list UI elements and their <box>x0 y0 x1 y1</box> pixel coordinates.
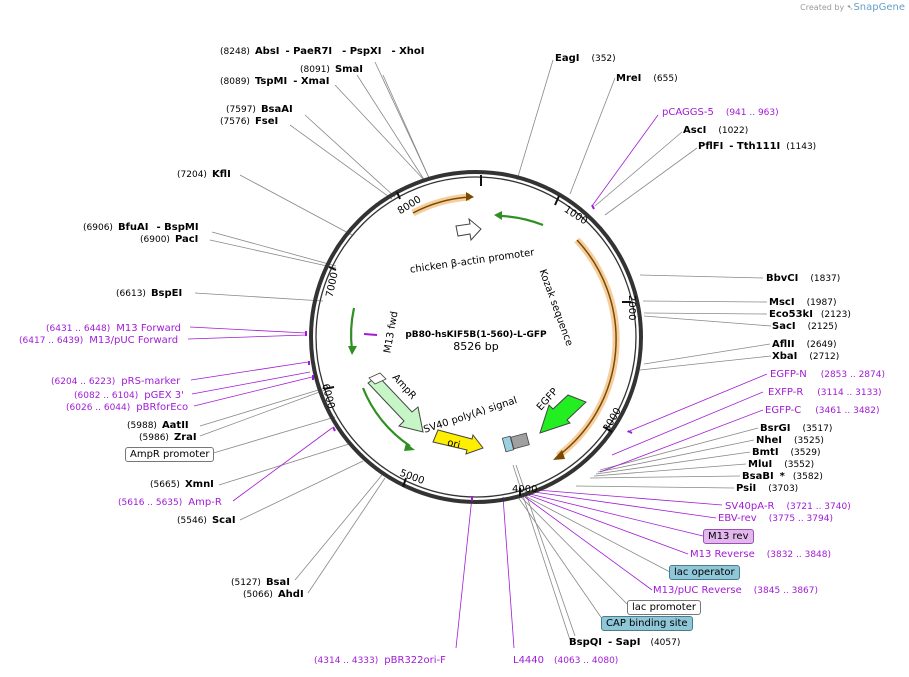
feature-label-m13fwd: M13 fwd <box>382 310 400 354</box>
plasmid-name: pB80-hsKIF5B(1-560)-L-GFP <box>405 330 547 340</box>
primer-label-pcaggs5: pCAGGS-5(941 .. 963) <box>662 107 779 118</box>
primer-label-sv40pa-r: SV40pA-R(3721 .. 3740) <box>725 501 851 512</box>
hskif5b-orange-arc-line <box>557 239 617 457</box>
enzyme-label-eagi: EagI(352) <box>555 53 616 64</box>
primer-label-m13puc-forward: (6417 .. 6439)M13/pUC Forward <box>19 335 178 346</box>
enzyme-label-psii: PsiI(3703) <box>736 483 798 494</box>
primer-label-prs-marker: (6204 .. 6223)pRS-marker <box>51 376 181 387</box>
primer-label-m13puc-reverse: M13/pUC Reverse(3845 .. 3867) <box>653 585 818 596</box>
enzyme-label-asci: AscI(1022) <box>683 125 748 136</box>
primer-ring-marks <box>305 204 633 501</box>
chicken-actin-promoter-arc-line <box>412 196 471 214</box>
ampr-green-arc-line <box>361 387 411 447</box>
m13fwd-green-arrowhead <box>348 346 357 355</box>
chicken-actin-promoter-arrow-icon[interactable] <box>455 217 482 242</box>
enzyme-label-tspmi: (8089)TspMI- XmaI <box>220 76 329 87</box>
enzyme-label-bfuai: (6906)BfuAI- BspMI <box>83 222 199 233</box>
enzyme-label-nhei: NheI(3525) <box>756 435 824 446</box>
ampr-arrow[interactable] <box>367 375 424 433</box>
snapgene-logo-icon: ➷ <box>846 3 854 12</box>
primer-label-pbrforeco: (6026 .. 6044)pBRforEco <box>66 402 188 413</box>
plasmid-backbone-inner <box>315 176 637 498</box>
enzyme-label-aflii: AflII(2649) <box>772 339 837 350</box>
enzyme-label-mlui: MluI(3552) <box>748 459 814 470</box>
ampr-green-arrowhead <box>404 443 415 451</box>
primer-label-pbr322ori-f: (4314 .. 4333)pBR322ori-F <box>314 655 446 666</box>
enzyme-label-fsei: (7576)FseI <box>220 116 278 127</box>
enzyme-label-saci: SacI(2125) <box>772 321 838 332</box>
ampr-promoter-arrow[interactable] <box>368 372 387 385</box>
primer-label-egfp-n: EGFP-N(2853 .. 2874) <box>770 369 885 380</box>
enzyme-label-bsabi: BsaBI*(3582) <box>742 471 823 482</box>
enzyme-label-bspqi: BspQI- SapI(4057) <box>569 637 680 648</box>
feature-leader-lines <box>209 416 671 624</box>
kozak-arrowhead <box>494 211 502 220</box>
m13fwd-purple-mark <box>363 333 378 336</box>
enzyme-label-bbvci: BbvCI(1837) <box>766 273 840 284</box>
enzyme-label-msci: MscI(1987) <box>769 297 837 308</box>
plasmid-length: 8526 bp <box>453 340 498 353</box>
tick-label-7000: 7000 <box>325 271 341 298</box>
ori-arrow[interactable] <box>432 429 484 455</box>
created-by-text: Created by <box>800 3 845 12</box>
primer-label-exfp-r: EXFP-R(3114 .. 3133) <box>768 387 882 398</box>
enzyme-label-ahdi: (5066)AhdI <box>243 589 304 600</box>
primer-label-pgex3: (6082 .. 6104)pGEX 3' <box>74 390 184 401</box>
m13fwd-green-arc[interactable] <box>349 307 356 351</box>
enzyme-label-smai: (8091)SmaI <box>300 64 363 75</box>
enzyme-label-scai: (5546)ScaI <box>177 515 236 526</box>
sv40-polya-box[interactable] <box>510 432 530 450</box>
feature-label-ori: ori <box>446 438 461 452</box>
feature-box-m13-rev[interactable]: M13 rev <box>703 529 754 544</box>
enzyme-label-bspei: (6613)BspEI <box>116 288 182 299</box>
enzyme-label-bsai: (5127)BsaI <box>231 577 290 588</box>
enzyme-label-xbai: XbaI(2712) <box>772 351 839 362</box>
enzyme-label-bsaai: (7597)BsaAI <box>226 104 293 115</box>
enzyme-label-eco53ki: Eco53kI(2123) <box>769 309 851 320</box>
feature-box-cap-binding-site[interactable]: CAP binding site <box>601 616 693 631</box>
feature-box-ampr-promoter[interactable]: AmpR promoter <box>125 447 215 462</box>
enzyme-label-paci: (6900)PacI <box>140 234 198 245</box>
feature-label-chicken-actin-promoter: chicken β-actin promoter <box>409 247 536 275</box>
ruler-ticks <box>323 175 631 496</box>
primer-label-m13-forward: (6431 .. 6448)M13 Forward <box>46 323 181 334</box>
chicken-actin-promoter-arc[interactable] <box>411 193 471 217</box>
enzyme-label-xmni: (5665)XmnI <box>150 479 214 490</box>
snapgene-branding: Created by ➷SnapGene <box>800 2 905 13</box>
primer-label-egfp-c: EGFP-C(3461 .. 3482) <box>765 405 880 416</box>
feature-label-sv40: SV40 poly(A) signal <box>422 395 518 436</box>
primer-label-ebv-rev: EBV-rev(3775 .. 3794) <box>718 513 833 524</box>
enzyme-label-zrai: (5986)ZraI <box>139 432 197 443</box>
enzyme-label-absi: (8248)AbsI- PaeR7I- PspXI- XhoI <box>220 46 425 57</box>
tick-label-4000: 4000 <box>512 484 537 495</box>
tick-label-2000: 2000 <box>626 295 637 320</box>
primer-leader-lines <box>187 114 768 649</box>
enzyme-label-bsrgi: BsrGI(3517) <box>760 423 832 434</box>
primer-label-m13-reverse: M13 Reverse(3832 .. 3848) <box>690 549 831 560</box>
kozak-arc[interactable] <box>501 214 544 227</box>
egfp-arrow[interactable] <box>539 394 587 434</box>
enzyme-label-aatii: (5988)AatII <box>127 420 189 431</box>
enzyme-label-kfli: (7204)KflI <box>177 169 231 180</box>
plasmid-backbone-outer <box>309 170 643 504</box>
chicken-actin-arrowhead <box>466 192 474 201</box>
enzyme-label-bmti: BmtI(3529) <box>752 447 820 458</box>
feature-box-lac-promoter[interactable]: lac promoter <box>627 600 701 615</box>
hskif5b-arrowhead <box>553 450 565 460</box>
enzyme-label-pflfi: PflFI- Tth111I(1143) <box>698 141 816 152</box>
enzyme-leader-lines <box>194 59 772 641</box>
feature-box-lac-operator[interactable]: lac operator <box>669 565 740 580</box>
primer-label-amp-r: (5616 .. 5635)Amp-R <box>118 497 222 508</box>
primer-label-l4440: L4440(4063 .. 4080) <box>513 655 618 666</box>
enzyme-label-mrei: MreI(655) <box>616 73 678 84</box>
sv40-polya-small-box[interactable] <box>501 435 515 453</box>
snapgene-name: SnapGene <box>853 2 905 13</box>
